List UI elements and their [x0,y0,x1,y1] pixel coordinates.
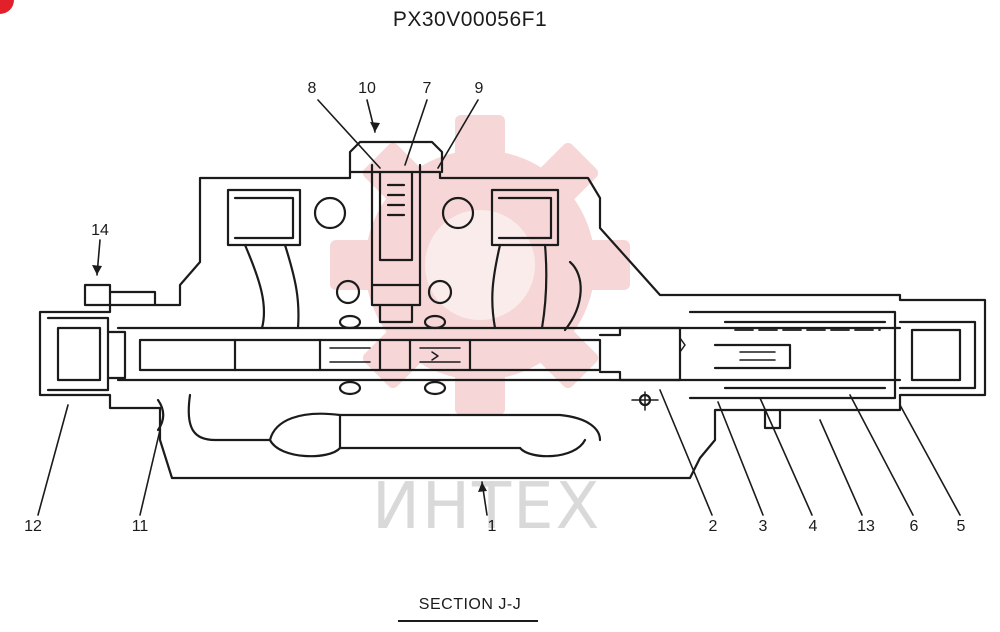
valve-body [38,170,987,480]
callout-9: 9 [474,80,484,97]
section-caption: SECTION J-J [418,596,522,613]
right-end-cap [898,320,977,390]
top-cap [348,140,444,174]
callout-10: 10 [358,80,376,97]
caption-underline [398,620,538,622]
callout-13: 13 [857,518,875,535]
callout-4: 4 [808,518,818,535]
callout-11: 11 [131,518,149,535]
drawing-title: PX30V00056F1 [392,8,548,31]
bottom-passage [187,393,602,450]
callout-14: 14 [91,222,109,239]
callout-12: 12 [24,518,42,535]
callout-7: 7 [422,80,432,97]
left-port [226,188,302,247]
spool [138,338,602,372]
hole-top-right [441,196,475,230]
hole-top-left [313,196,347,230]
fitting [83,283,112,307]
callout-6: 6 [909,518,919,535]
callout-1: 1 [487,518,497,535]
right-port [490,188,560,247]
callout-5: 5 [956,518,966,535]
hole-mid-right [427,279,453,305]
callout-2: 2 [708,518,718,535]
callout-8: 8 [307,80,317,97]
callout-3: 3 [758,518,768,535]
left-end-cap [46,316,110,392]
hole-mid-left [335,279,361,305]
pilot-bore [370,163,422,307]
spring-housing [688,310,897,400]
